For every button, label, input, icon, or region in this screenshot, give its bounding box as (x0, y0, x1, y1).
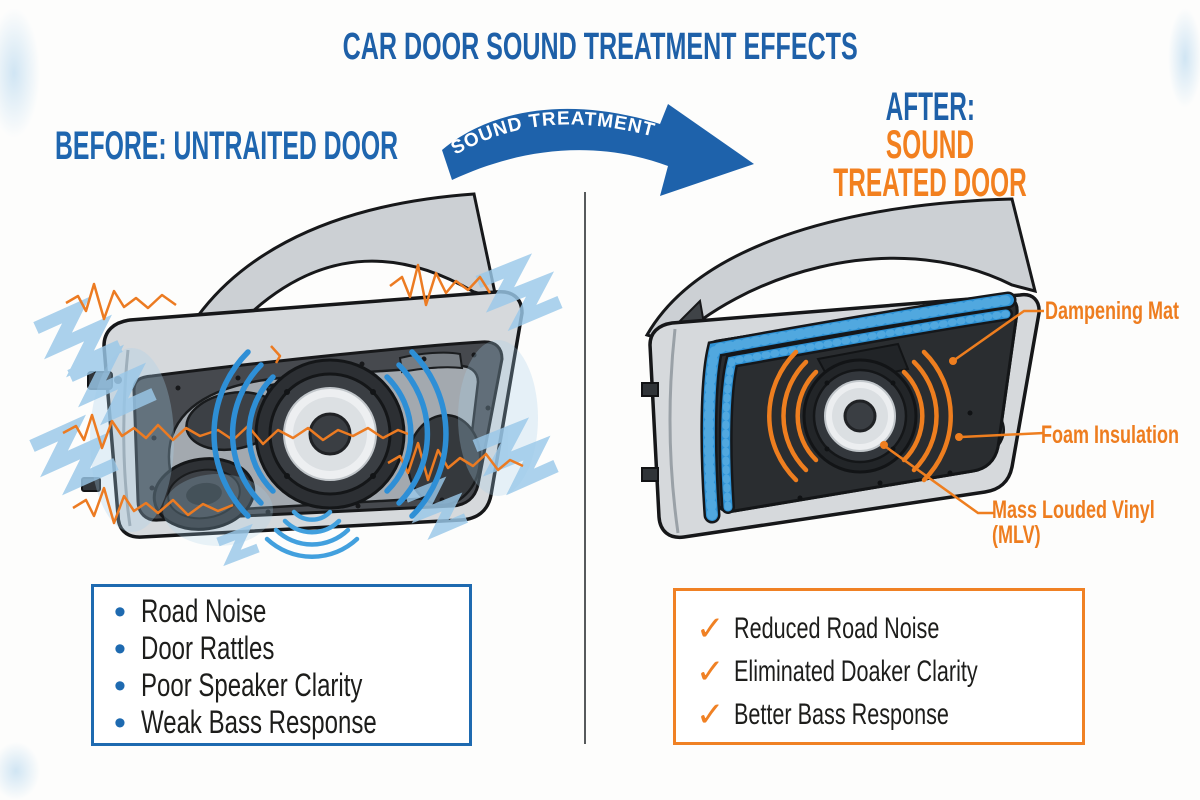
after-heading-line1: AFTER: (885, 85, 975, 129)
speaker-sound-waves-blue (211, 349, 449, 519)
check-icon: ✓ (696, 609, 725, 648)
page-title: CAR DOOR SOUND TREATMENT EFFECTS (0, 26, 1200, 69)
annotation-mass-loaded-vinyl: Mass Louded Vinyl (MLV) (992, 496, 1155, 549)
benefit-item: ✓ Reduced Road Noise (696, 609, 940, 648)
check-icon: ✓ (696, 695, 725, 734)
section-divider (584, 192, 586, 744)
door-speaker (802, 342, 918, 474)
sound-treatment-arrow: SOUND TREATMENT (442, 104, 754, 196)
dampening-strips (700, 291, 1017, 524)
after-benefits-box: ✓ Reduced Road Noise ✓ Eliminated Doaker… (673, 588, 1085, 745)
bullet-icon: • (114, 666, 126, 705)
check-icon: ✓ (696, 652, 725, 691)
noise-squiggles-orange (62, 263, 524, 525)
issue-item: • Weak Bass Response (114, 703, 377, 742)
untreated-door-illustration (29, 192, 563, 567)
bullet-icon: • (114, 592, 126, 631)
bass-sound-waves-blue (264, 509, 360, 559)
annotation-dampening-mat: Dampening Mat (1045, 297, 1180, 325)
benefit-item: ✓ Eliminated Doaker Clarity (696, 652, 978, 691)
issue-item: • Poor Speaker Clarity (114, 666, 363, 705)
before-heading: BEFORE: UNTRAITED DOOR (55, 124, 399, 168)
treated-door-illustration (641, 197, 1044, 540)
page-title-text: CAR DOOR SOUND TREATMENT EFFECTS (342, 26, 858, 68)
before-issues-box: • Road Noise • Door Rattles • Poor Speak… (91, 584, 472, 746)
benefit-item: ✓ Better Bass Response (696, 695, 949, 734)
bullet-icon: • (114, 703, 126, 742)
speaker-sound-waves-orange (767, 349, 953, 483)
watercolor-smudge (0, 742, 40, 800)
annotation-leader-lines (880, 309, 1044, 515)
bullet-icon: • (114, 629, 126, 668)
annotation-foam-insulation: Foam Insulation (1041, 421, 1180, 449)
issue-item: • Door Rattles (114, 629, 275, 668)
arrow-banner-shape (442, 104, 754, 196)
issue-item: • Road Noise (114, 592, 267, 631)
after-heading-line2: SOUND TREATED DOOR (833, 123, 1027, 205)
after-heading: AFTER: SOUND TREATED DOOR (770, 85, 1090, 205)
